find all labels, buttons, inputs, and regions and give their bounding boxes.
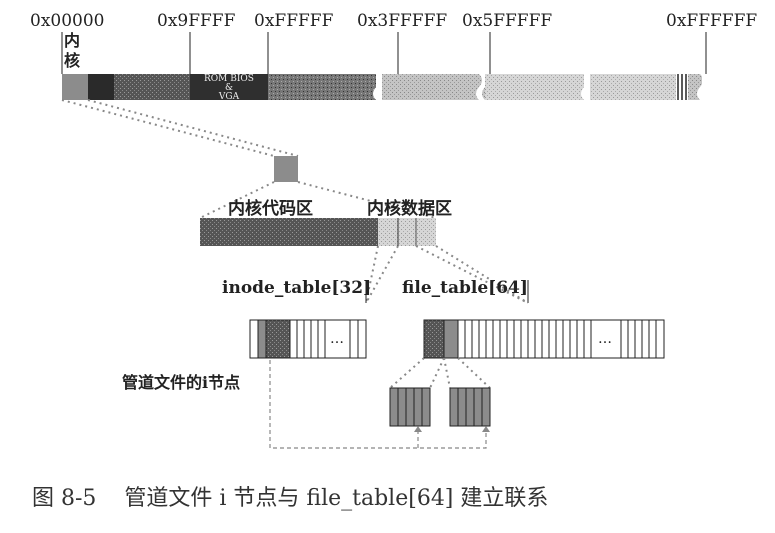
table-brackets: [365, 280, 529, 303]
kernel-code-segment: [200, 218, 378, 246]
address-label: 0xFFFFFF: [666, 11, 757, 31]
kernel-label-line2: 核: [64, 51, 80, 70]
kernel-label-line1: 内: [64, 31, 80, 50]
inode-link-arrows: [414, 426, 490, 432]
inode-entry-1: [257, 319, 267, 359]
memory-segment-3: [382, 74, 490, 100]
rom-bios-amp: &: [225, 83, 233, 93]
kernel-segment: [62, 74, 88, 100]
file-table: …: [423, 319, 665, 359]
kernel-code-label: 内核代码区: [228, 198, 313, 219]
file-ellipsis: …: [598, 331, 612, 347]
main-memory-segment: [114, 74, 190, 100]
inode-entry-pipe: [265, 319, 291, 359]
inode-entry-0: [249, 319, 259, 359]
figure-caption: 图 8-5 管道文件 i 节点与 file_table[64] 建立联系: [32, 486, 548, 511]
rom-bios-label: ROM BIOS: [204, 74, 254, 84]
inode-table: …: [249, 319, 367, 359]
address-label: 0x3FFFFF: [357, 11, 447, 31]
memory-bar: [62, 74, 708, 100]
break-mark: [697, 74, 708, 100]
memory-segment-2: [268, 74, 376, 100]
address-label: 0x00000: [30, 11, 104, 31]
address-ticks: [61, 32, 707, 74]
address-label: 0x9FFFF: [157, 11, 236, 31]
address-labels: 0x00000 0x9FFFF 0xFFFFF 0x3FFFFF 0x5FFFF…: [30, 11, 757, 31]
inode-link: [269, 360, 487, 449]
inode-table-label: inode_table[32]: [222, 278, 371, 298]
kernel-bar: [200, 218, 436, 246]
kernel-data-label: 内核数据区: [367, 198, 452, 219]
file-struct-connectors: [389, 357, 491, 389]
zoom-connectors: [61, 99, 529, 304]
memory-segment-4: [485, 74, 584, 100]
memory-segment-5: [590, 74, 676, 100]
file-table-label: file_table[64]: [402, 278, 528, 298]
rom-bios-segment: [190, 74, 268, 100]
rom-bios-vga: VGA: [218, 92, 240, 102]
end-stripes: [677, 74, 687, 100]
dark-segment: [88, 74, 114, 100]
pipe-inode-label: 管道文件的i节点: [122, 373, 240, 392]
file-entries: [457, 319, 665, 359]
address-label: 0xFFFFF: [254, 11, 334, 31]
kernel-zoom-box: [274, 156, 298, 182]
file-struct-read: [389, 387, 431, 427]
inode-ellipsis: …: [330, 331, 344, 347]
file-entry-0: [423, 319, 445, 359]
inode-entries: [289, 319, 367, 359]
kernel-data-segment: [378, 218, 436, 246]
file-struct-write: [449, 387, 491, 427]
address-label: 0x5FFFFF: [462, 11, 552, 31]
file-entry-1: [443, 319, 459, 359]
